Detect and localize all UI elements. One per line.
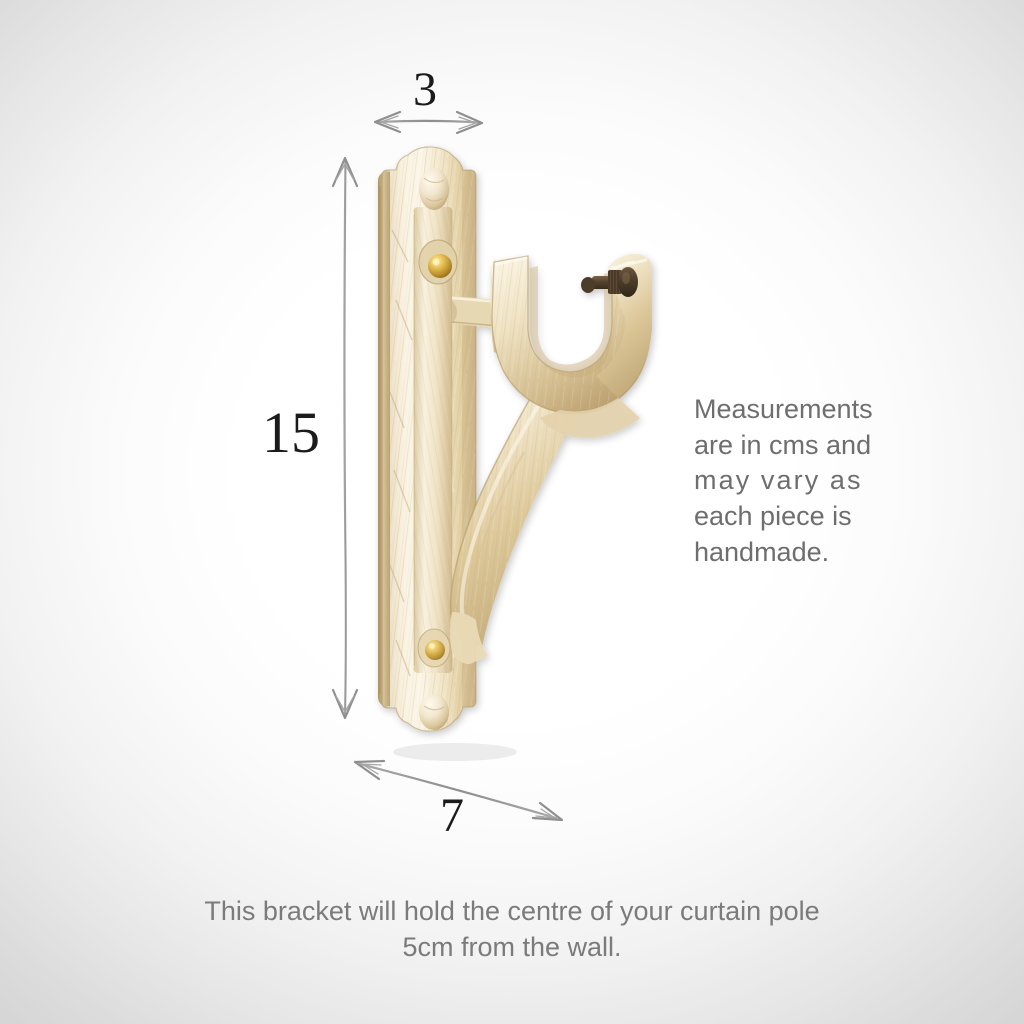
bracket-backplate bbox=[382, 146, 476, 732]
height-dimension-label: 15 bbox=[262, 400, 320, 465]
cradle-left-wall bbox=[490, 257, 524, 356]
measurements-note-line: each piece is bbox=[694, 500, 852, 531]
backplate-side-edge bbox=[378, 172, 390, 706]
measurements-note-line: Measurements bbox=[694, 394, 873, 424]
bottom-screw-boss bbox=[419, 694, 449, 730]
backplate-raised-strip bbox=[413, 207, 453, 673]
bronze-pin-knurl bbox=[608, 270, 622, 294]
measurements-note-line: may vary as bbox=[694, 465, 863, 496]
height-dimension-arrow bbox=[331, 156, 359, 720]
lower-brass-screw bbox=[425, 640, 445, 660]
upper-brass-screw bbox=[428, 254, 452, 278]
caption-line: This bracket will hold the centre of you… bbox=[204, 896, 820, 926]
measurements-note-line: are in cms and bbox=[694, 429, 872, 460]
bracket-pole-cradle bbox=[492, 256, 650, 414]
top-screw-boss bbox=[419, 168, 449, 210]
bracket-projection-caption: This bracket will hold the centre of you… bbox=[0, 893, 1024, 966]
bronze-pin-shaft bbox=[592, 276, 616, 289]
cradle-right-horn bbox=[596, 253, 652, 398]
caption-line: 5cm from the wall. bbox=[402, 932, 622, 963]
depth-dimension-label: 7 bbox=[440, 789, 464, 842]
measurements-note-line: handmade. bbox=[694, 536, 830, 567]
bronze-pin-head bbox=[618, 267, 638, 297]
bracket-horizontal-strut bbox=[452, 296, 500, 328]
bronze-pin-tail bbox=[581, 277, 595, 293]
measurements-note: Measurements are in cms and may vary as … bbox=[694, 392, 906, 570]
width-dimension-label: 3 bbox=[413, 63, 437, 116]
bracket-arm-lower-curve bbox=[450, 382, 584, 648]
